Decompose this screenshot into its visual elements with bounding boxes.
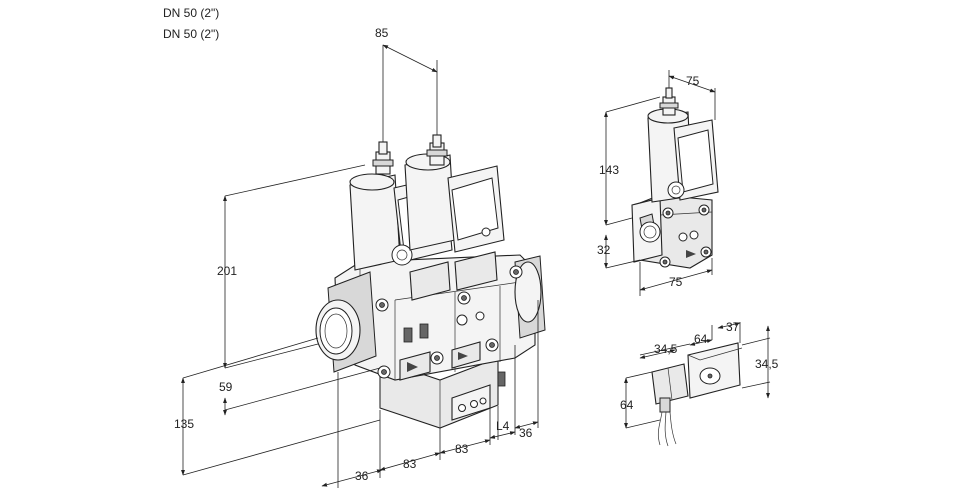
dim-75-bottom: 75: [669, 275, 683, 289]
dim-34-5-right: 34,5: [755, 357, 779, 371]
dim-75-top: 75: [686, 74, 700, 88]
title-line-1: DN 50 (2"): [163, 6, 220, 20]
dim-36-left: 36: [355, 469, 369, 483]
dim-83-a: 83: [403, 457, 417, 471]
dim-l4: L4: [496, 419, 510, 433]
connector-dimensions: 64 37 34,5 34,5 64: [620, 320, 779, 429]
dim-135: 135: [174, 417, 194, 431]
single-valve-dimensions: 75 143 32 75: [597, 70, 716, 296]
dim-37: 37: [726, 320, 740, 334]
dim-32: 32: [597, 243, 611, 257]
dim-201: 201: [217, 264, 237, 278]
dim-64-connector-top: 64: [694, 332, 708, 346]
dim-64-connector-left: 64: [620, 398, 634, 412]
dim-83-b: 83: [455, 442, 469, 456]
main-dimensions: 85 201 59 135 36 83 83 L4 36: [174, 26, 539, 488]
dim-59: 59: [219, 380, 233, 394]
dim-34-5-left: 34,5: [654, 342, 678, 356]
double-valve-illustration: [315, 134, 546, 429]
dim-143: 143: [599, 163, 619, 177]
connector-illustration: [651, 342, 743, 447]
dim-36-right: 36: [519, 426, 533, 440]
single-valve-illustration: [631, 87, 719, 269]
dim-85: 85: [375, 26, 389, 40]
title-line-2: DN 50 (2"): [163, 27, 220, 41]
